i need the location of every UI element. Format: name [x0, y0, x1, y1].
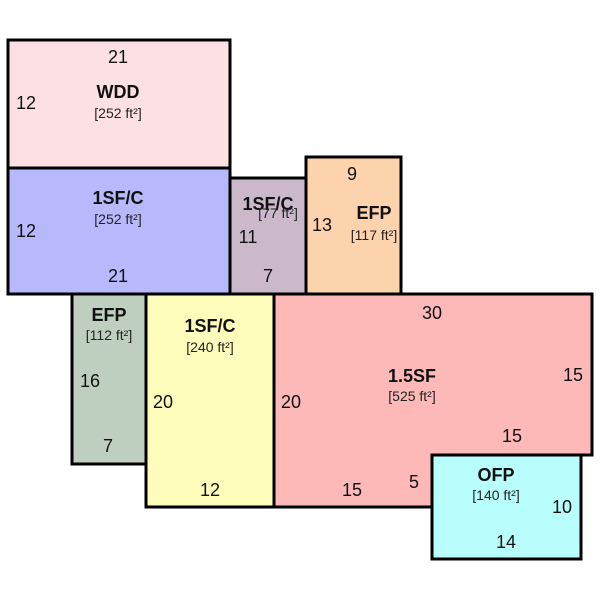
- area-1-5sf-size: [525 ft²]: [388, 388, 435, 404]
- area-efp-117-name: EFP: [356, 203, 391, 223]
- dim-1-5sf-right: 15: [563, 365, 583, 385]
- area-1sfc-240[interactable]: 1SF/C [240 ft²]: [144, 292, 276, 509]
- area-1sfc-77-name: 1SF/C: [242, 194, 293, 214]
- area-ofp-size: [140 ft²]: [472, 487, 519, 503]
- area-1sfc-77-size: [77 ft²]: [258, 205, 298, 221]
- area-1sfc-252-name: 1SF/C: [92, 188, 143, 208]
- dim-1sfc-252-bottom: 21: [108, 266, 128, 286]
- dim-1-5sf-left: 20: [281, 392, 301, 412]
- area-efp-112-name: EFP: [91, 305, 126, 325]
- dim-wdd-top: 21: [108, 47, 128, 67]
- area-1sfc-240-shape: [144, 292, 276, 509]
- area-ofp-name: OFP: [477, 465, 514, 485]
- dim-efp-112-bottom: 7: [103, 436, 113, 456]
- dim-1-5sf-notch-left: 5: [409, 472, 419, 492]
- area-efp-112[interactable]: EFP [112 ft²]: [70, 292, 148, 466]
- area-ofp[interactable]: OFP [140 ft²]: [430, 453, 583, 561]
- area-ofp-shape: [430, 453, 583, 561]
- dim-efp-117-left: 13: [312, 215, 332, 235]
- dim-1-5sf-notch-top: 15: [502, 426, 522, 446]
- area-efp-117[interactable]: [304, 155, 403, 296]
- area-1sfc-240-name: 1SF/C: [184, 316, 235, 336]
- dim-efp-112-left: 16: [80, 371, 100, 391]
- area-1sfc-240-size: [240 ft²]: [186, 339, 233, 355]
- area-1sfc-77[interactable]: [228, 176, 308, 296]
- area-wdd-size: [252 ft²]: [94, 105, 141, 121]
- dim-1sfc-252-left: 12: [16, 221, 36, 241]
- dim-1sfc-77-left: 11: [239, 227, 258, 247]
- area-efp-117-size: [117 ft²]: [351, 227, 397, 243]
- area-1sfc-77-shape: [228, 176, 308, 296]
- area-wdd-shape: [6, 38, 232, 170]
- area-1sfc-252-size: [252 ft²]: [94, 211, 141, 227]
- area-efp-112-size: [112 ft²]: [86, 327, 132, 343]
- dim-1sfc-240-bottom: 12: [200, 480, 220, 500]
- dim-efp-117-top: 9: [347, 164, 357, 184]
- area-wdd[interactable]: WDD [252 ft²]: [6, 38, 232, 170]
- dim-ofp-bottom: 14: [496, 532, 516, 552]
- area-efp-117-shape: [304, 155, 403, 296]
- dim-ofp-right: 10: [552, 497, 572, 517]
- dim-1sfc-77-bottom: 7: [263, 266, 273, 286]
- area-1-5sf-name: 1.5SF: [388, 366, 436, 386]
- area-wdd-name: WDD: [97, 82, 140, 102]
- dim-wdd-left: 12: [16, 93, 36, 113]
- area-efp-112-shape: [70, 292, 148, 466]
- dim-1sfc-240-left: 20: [153, 392, 173, 412]
- dim-1-5sf-top: 30: [422, 303, 442, 323]
- dim-1-5sf-bottom: 15: [342, 480, 362, 500]
